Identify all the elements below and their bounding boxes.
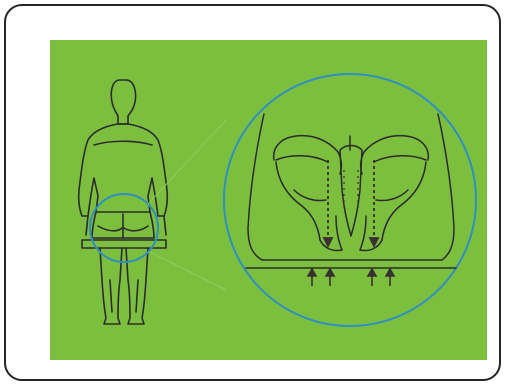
figure-frame [4,4,501,381]
diagram-svg [50,40,487,360]
green-panel [50,40,487,360]
panel-background [50,40,487,360]
